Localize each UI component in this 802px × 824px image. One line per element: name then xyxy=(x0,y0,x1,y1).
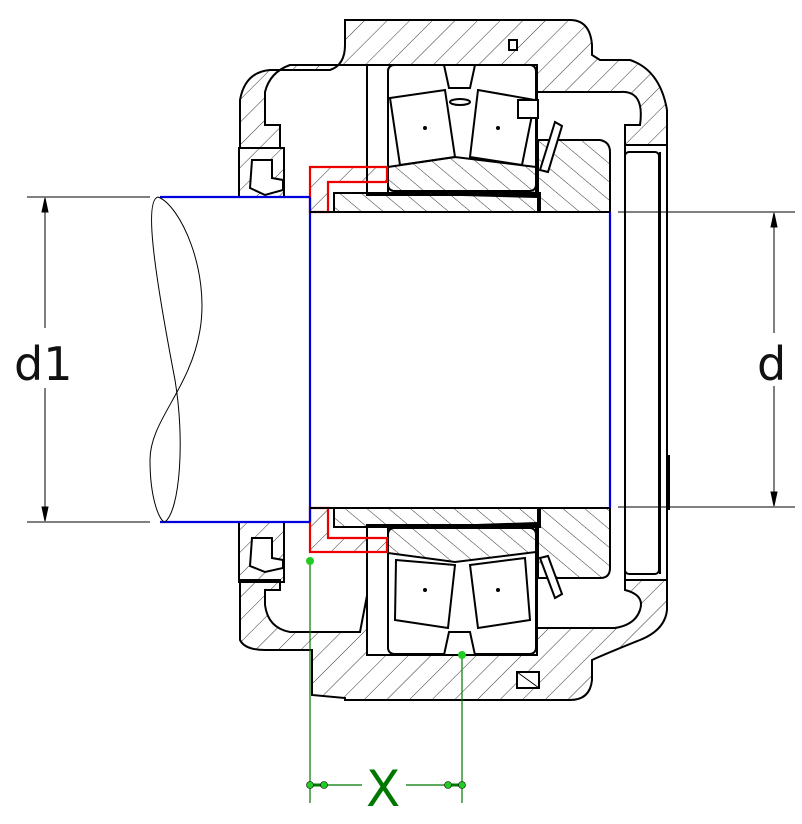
shaft-break-symbol xyxy=(149,196,203,523)
adapter-sleeve xyxy=(308,165,389,554)
dimension-d1 xyxy=(27,196,150,523)
seal-top xyxy=(238,147,285,198)
lock-nut-top xyxy=(537,139,611,213)
label-d: d xyxy=(757,337,786,391)
label-x: X xyxy=(366,760,400,818)
seal-bottom xyxy=(238,521,285,583)
bearing-bottom xyxy=(366,521,538,656)
lock-washer xyxy=(538,120,564,600)
lock-nut-bottom xyxy=(537,507,611,579)
shaft xyxy=(160,195,612,524)
label-d1: d1 xyxy=(14,337,72,391)
dimension-x xyxy=(306,557,466,803)
sleeve-inner xyxy=(333,192,541,528)
end-cover xyxy=(624,144,670,581)
dimension-d xyxy=(618,211,795,508)
bearing-top xyxy=(366,64,539,199)
